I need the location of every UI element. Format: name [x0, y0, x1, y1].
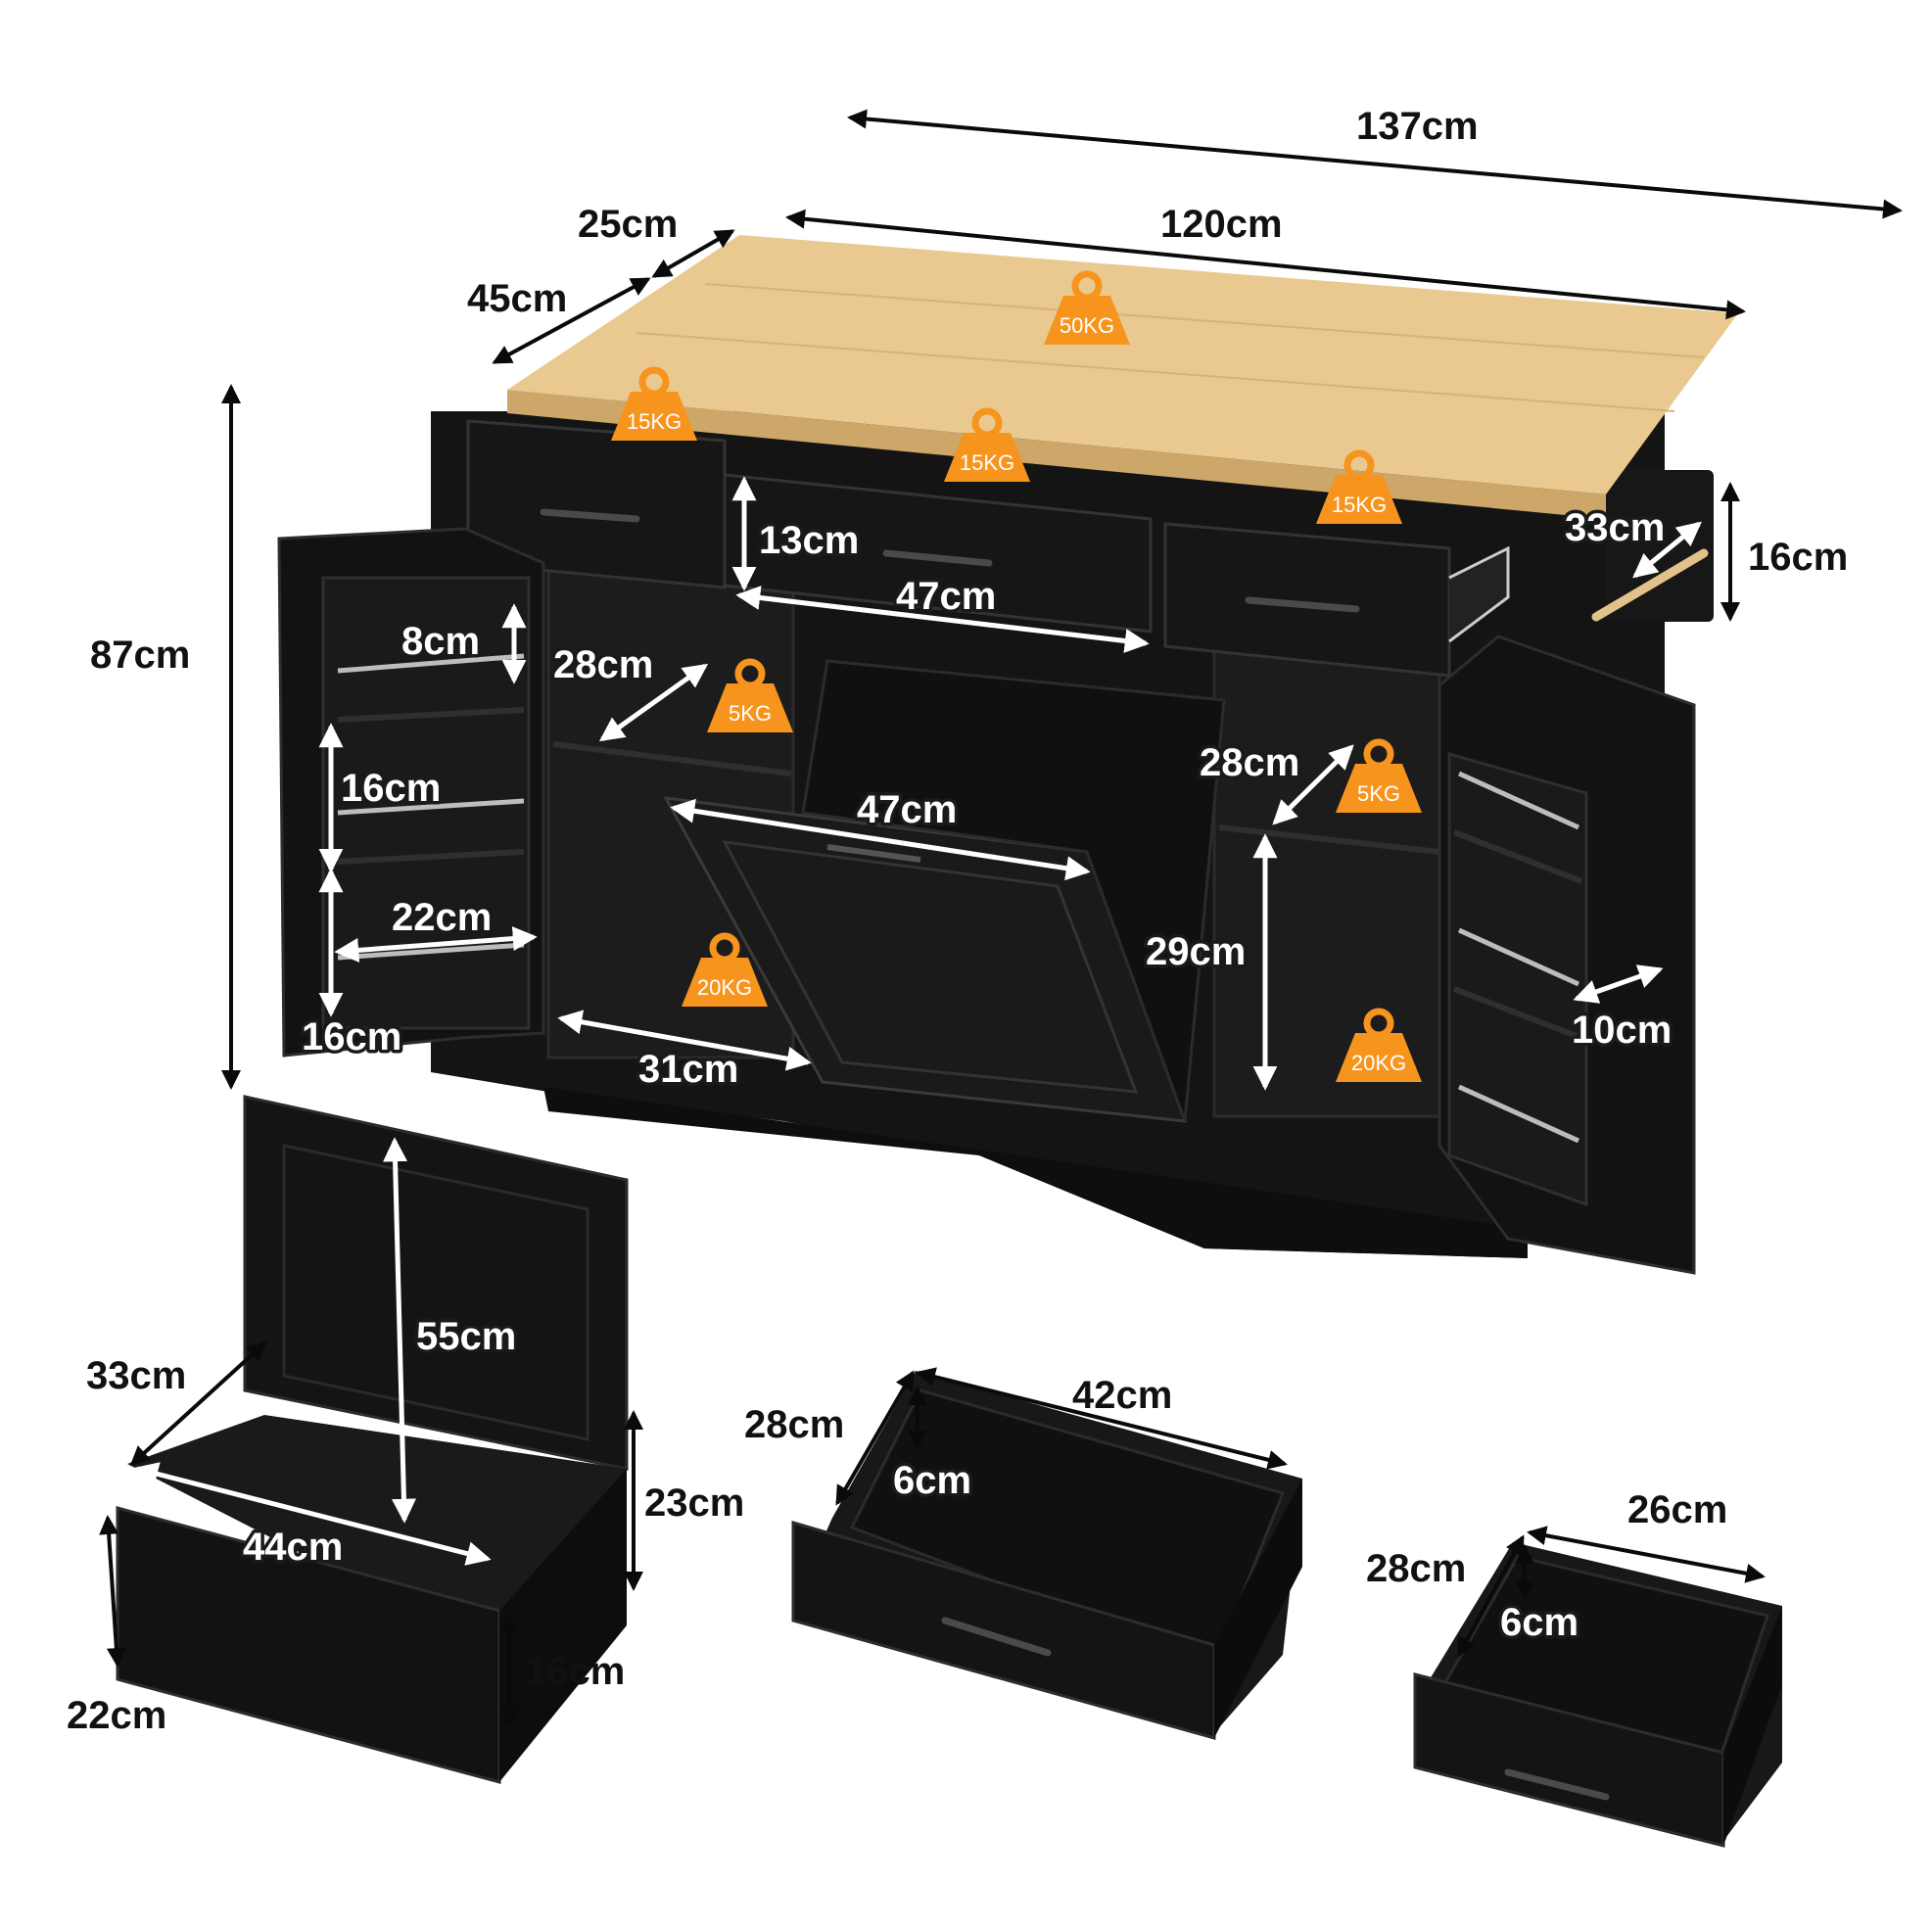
label-bin-side-height: 23cm — [644, 1481, 744, 1525]
right-shelf — [1218, 824, 1440, 855]
weight-badge-drawer-middle: 15KG — [944, 411, 1030, 482]
arrow-left-shelf-28 — [598, 663, 709, 742]
label-rack-depth: 33cm — [1565, 506, 1665, 549]
weight-badge-right-floor: 20KG — [1336, 1011, 1422, 1082]
large-drawer-side — [1214, 1479, 1302, 1738]
label-bin-width: 47cm — [857, 788, 957, 831]
svg-text:15KG: 15KG — [627, 409, 682, 434]
drawer-left-handle — [540, 508, 640, 523]
label-right-door-depth: 10cm — [1572, 1009, 1672, 1052]
weight-badge-drawer-right: 15KG — [1316, 453, 1402, 524]
label-bin-front-height: 16cm — [525, 1650, 625, 1693]
label-bin-width: 44cm — [243, 1526, 343, 1569]
label-left-floor-width: 31cm — [638, 1048, 738, 1091]
arrow-120 — [785, 209, 1746, 320]
label-left-shelf-depth: 28cm — [553, 643, 653, 686]
arrow-large-42 — [916, 1367, 1288, 1470]
right-door-rail-2 — [1457, 927, 1580, 987]
left-door-shelf-1 — [337, 707, 525, 723]
bin-back-inner-panel — [282, 1144, 589, 1441]
label-drawer-width: 47cm — [896, 575, 996, 618]
countertop-seam-2 — [636, 332, 1675, 412]
small-drawer-side — [1723, 1606, 1782, 1846]
arrow-bin-22 — [99, 1515, 126, 1668]
svg-text:5KG: 5KG — [1357, 781, 1400, 806]
right-door-spice-rack — [1447, 752, 1588, 1207]
left-shelf — [552, 741, 792, 776]
left-door-rail-1 — [337, 653, 525, 674]
large-drawer-handle — [941, 1617, 1052, 1657]
label-door-gap-2: 16cm — [341, 767, 441, 810]
arrow-door-22 — [334, 926, 538, 963]
label-large-drawer-depth: 28cm — [744, 1403, 844, 1446]
label-bin-base-height: 22cm — [67, 1694, 166, 1737]
weight-badge-left-shelf: 5KG — [707, 662, 793, 732]
label-right-shelf-depth: 28cm — [1200, 741, 1299, 784]
arrow-right-shelf-28 — [1272, 744, 1354, 825]
arrow-bin-55 — [383, 1137, 416, 1524]
label-small-drawer-depth: 28cm — [1366, 1547, 1466, 1590]
svg-text:20KG: 20KG — [697, 975, 752, 1000]
label-door-gap-3: 16cm — [302, 1015, 401, 1058]
large-drawer-detail — [791, 1371, 1302, 1740]
right-door-shelf-2 — [1452, 986, 1583, 1041]
weight-badge-left-floor: 20KG — [682, 936, 768, 1007]
dimension-labels: 137cm 120cm 25cm 45cm 87cm 16cm 33cm 13c… — [67, 105, 1848, 1737]
label-small-drawer-inner-height: 6cm — [1500, 1601, 1579, 1644]
arrow-rack-33 — [1632, 521, 1702, 579]
label-right-height: 29cm — [1146, 930, 1246, 973]
label-height: 87cm — [90, 634, 190, 677]
arrow-small-26 — [1527, 1526, 1766, 1583]
drawer-right-slide — [1448, 545, 1510, 643]
arrow-45 — [492, 277, 651, 364]
label-depth: 45cm — [467, 277, 567, 320]
arrow-bin-33 — [129, 1340, 267, 1467]
label-length-board: 120cm — [1160, 203, 1283, 246]
left-door-rail-2 — [337, 798, 525, 816]
label-extension: 25cm — [578, 203, 678, 246]
arrow-small-28 — [1457, 1534, 1525, 1658]
label-length-total: 137cm — [1356, 105, 1479, 148]
right-door-rail-3 — [1457, 1084, 1580, 1144]
bin-back-panel — [243, 1095, 629, 1471]
arrow-137 — [847, 109, 1903, 219]
label-bin-depth: 33cm — [86, 1354, 186, 1397]
dimension-arrows — [99, 109, 1903, 1726]
arrow-left-floor-31 — [557, 1010, 812, 1071]
right-door-shelf-1 — [1452, 829, 1583, 884]
small-drawer-detail — [1413, 1542, 1782, 1848]
label-small-drawer-width: 26cm — [1627, 1488, 1727, 1531]
kitchen-island-main — [277, 235, 1738, 1275]
svg-text:20KG: 20KG — [1351, 1051, 1406, 1075]
weight-badge-drawer-left: 15KG — [611, 370, 697, 441]
right-door-rail-1 — [1457, 771, 1580, 830]
arrow-drawer-47 — [735, 586, 1150, 653]
drawer-right-handle — [1245, 596, 1360, 613]
svg-text:50KG: 50KG — [1060, 313, 1114, 338]
svg-text:5KG: 5KG — [729, 701, 772, 726]
weight-badge-right-shelf: 5KG — [1336, 742, 1422, 813]
label-door-rack-width: 22cm — [392, 896, 492, 939]
arrow-bin-47 — [670, 798, 1091, 881]
arrow-bin-44 — [133, 1462, 492, 1566]
label-door-gap-1: 8cm — [401, 620, 480, 663]
cabinet-base — [543, 1087, 1528, 1258]
label-bin-height: 55cm — [416, 1315, 516, 1358]
bin-container — [801, 659, 1226, 1122]
small-drawer-handle — [1504, 1768, 1610, 1801]
arrow-right-door-10 — [1573, 964, 1664, 1004]
label-large-drawer-width: 42cm — [1072, 1374, 1172, 1417]
drawer-middle-handle — [882, 549, 993, 567]
bin-side-panel — [499, 1469, 627, 1782]
arrow-25 — [651, 229, 735, 278]
left-door-shelf-2 — [337, 849, 525, 865]
svg-text:15KG: 15KG — [960, 450, 1014, 475]
label-drawer-height: 13cm — [759, 519, 859, 562]
label-rack-height: 16cm — [1748, 536, 1848, 579]
arrow-large-28 — [835, 1370, 915, 1506]
svg-text:15KG: 15KG — [1332, 493, 1387, 517]
label-large-drawer-inner-height: 6cm — [893, 1459, 971, 1502]
